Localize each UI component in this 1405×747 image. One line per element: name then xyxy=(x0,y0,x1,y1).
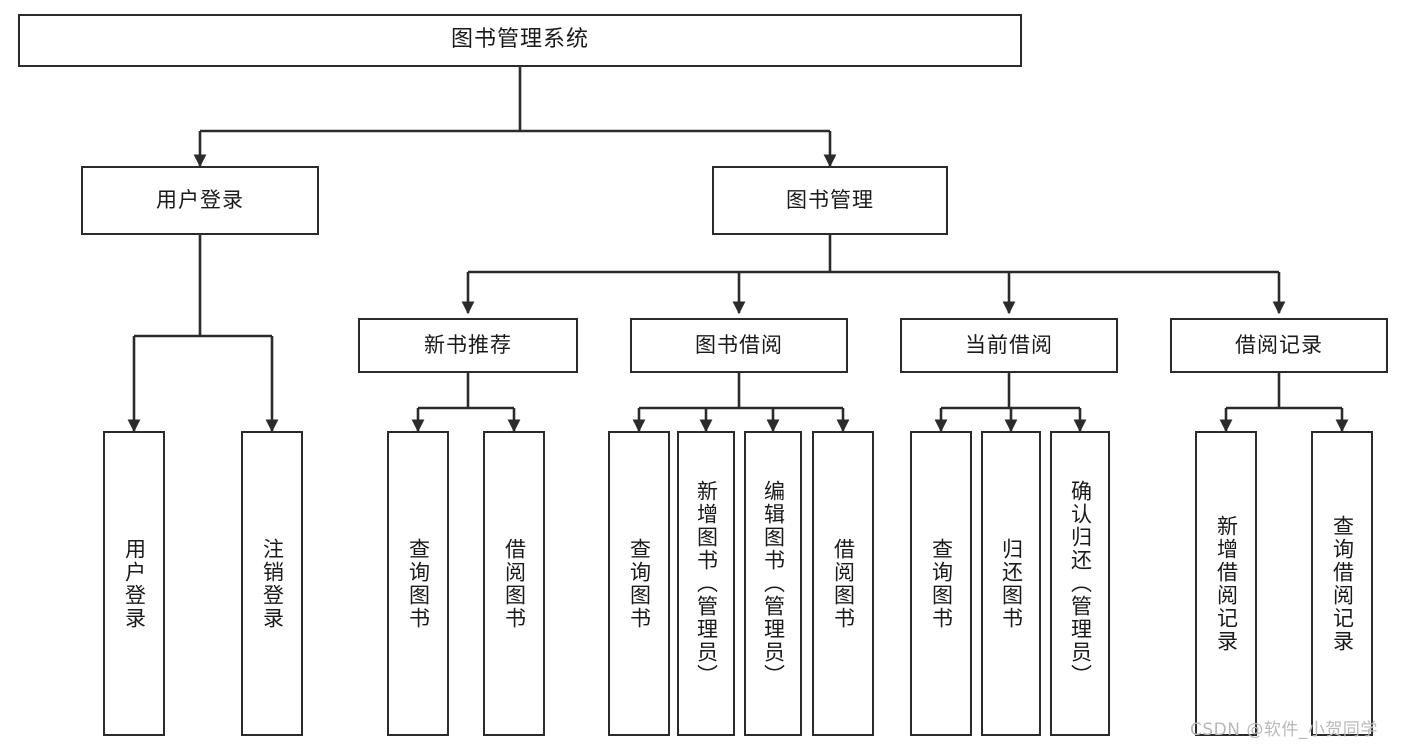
node-borrow-record[interactable]: 借阅记录 xyxy=(1170,318,1388,373)
node-leaf-return-book[interactable]: 归还图书 xyxy=(981,431,1041,736)
node-user-login[interactable]: 用户登录 xyxy=(81,166,319,235)
node-leaf-add-book[interactable]: 新增图书（管理员） xyxy=(677,431,735,736)
node-leaf-query-record[interactable]: 查询借阅记录 xyxy=(1311,431,1373,736)
node-leaf-query-book-3[interactable]: 查询图书 xyxy=(910,431,972,736)
node-book-manage[interactable]: 图书管理 xyxy=(712,166,948,235)
node-current-borrow[interactable]: 当前借阅 xyxy=(900,318,1118,373)
node-leaf-user-login[interactable]: 用户登录 xyxy=(103,431,165,736)
node-leaf-user-logout[interactable]: 注销登录 xyxy=(241,431,303,736)
node-new-book-rec[interactable]: 新书推荐 xyxy=(358,318,578,373)
node-book-borrow[interactable]: 图书借阅 xyxy=(630,318,848,373)
node-leaf-borrow-book-2[interactable]: 借阅图书 xyxy=(812,431,874,736)
node-leaf-add-record[interactable]: 新增借阅记录 xyxy=(1195,431,1257,736)
node-leaf-edit-book[interactable]: 编辑图书（管理员） xyxy=(744,431,802,736)
node-leaf-confirm-return[interactable]: 确认归还（管理员） xyxy=(1050,431,1110,736)
node-leaf-query-book-2[interactable]: 查询图书 xyxy=(608,431,670,736)
node-leaf-borrow-book-1[interactable]: 借阅图书 xyxy=(483,431,545,736)
node-leaf-query-book-1[interactable]: 查询图书 xyxy=(387,431,449,736)
node-root[interactable]: 图书管理系统 xyxy=(18,14,1022,67)
